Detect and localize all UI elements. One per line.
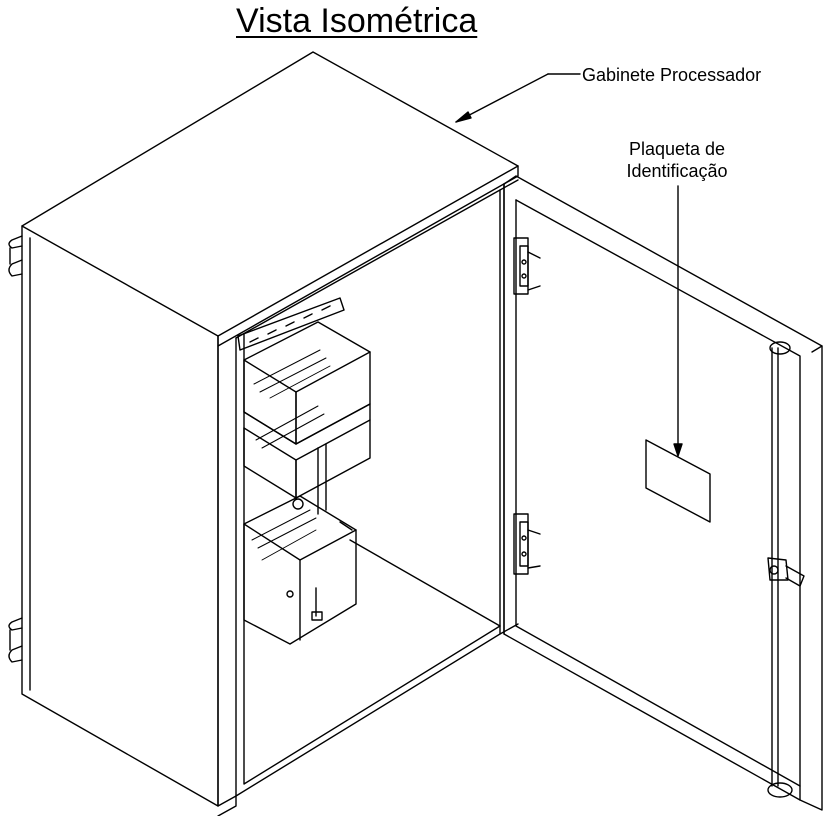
mount-bracket-top	[8, 235, 23, 277]
drawing-title: Vista Isométrica	[236, 2, 478, 40]
door-hinge-top	[513, 237, 541, 295]
label-cabinet: Gabinete Processador	[582, 65, 762, 85]
locking-rod	[767, 341, 805, 798]
mount-bracket-bottom	[8, 617, 23, 663]
door-hinge-bottom	[513, 513, 541, 575]
terminal-rail	[237, 297, 345, 351]
leader-cabinet	[455, 73, 581, 123]
power-module	[243, 495, 357, 645]
module-2	[243, 403, 371, 515]
label-plate-line2: Identificação	[626, 161, 728, 181]
cabinet-body	[21, 51, 519, 816]
leader-plate	[673, 185, 683, 457]
label-plate-line1: Plaqueta de	[628, 139, 726, 159]
cabinet-door	[503, 175, 823, 811]
identification-plate	[645, 439, 711, 523]
module-1	[243, 321, 371, 445]
